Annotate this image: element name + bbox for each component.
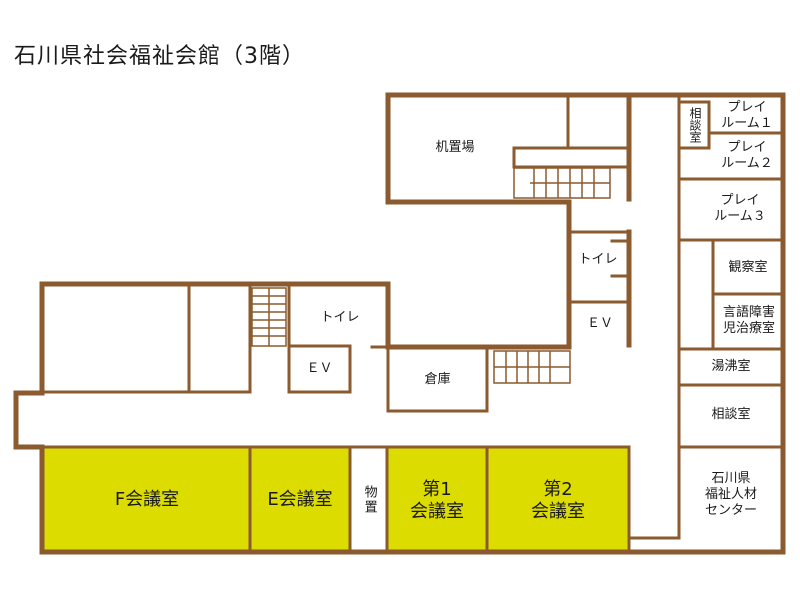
play-room-2-label: プレイ ルーム２ xyxy=(721,139,773,171)
consultation-room-label: 相談室 xyxy=(711,406,751,422)
storage-room-label: 倉庫 xyxy=(424,371,451,387)
kitchenette-label: 湯沸室 xyxy=(711,358,751,374)
meeting-room-1-fill xyxy=(387,447,487,551)
storeroom-label: 物置 xyxy=(361,485,377,515)
stairs xyxy=(251,167,611,384)
e-meeting-room-fill xyxy=(250,447,350,551)
welfare-human-resources-center-label: 石川県 福祉人材 センター xyxy=(704,470,757,519)
elevator-left-label: ＥＶ xyxy=(306,360,333,376)
speech-therapy-room-label: 言語障害 児治療室 xyxy=(722,304,775,336)
play-room-1-label: プレイ ルーム１ xyxy=(721,99,773,131)
play-room-3-label: プレイ ルーム３ xyxy=(714,192,766,224)
elevator-right-label: ＥＶ xyxy=(586,315,613,331)
stairs-upper xyxy=(513,167,611,199)
f-meeting-room-fill xyxy=(44,447,250,551)
stairs-center xyxy=(493,350,571,384)
desk-storage-label: 机置場 xyxy=(435,139,475,155)
e-meeting-room-label: E会議室 xyxy=(267,488,333,510)
inner-walls xyxy=(40,93,785,554)
page-title: 石川県社会福祉会館（3階） xyxy=(14,44,305,69)
meeting-room-fills xyxy=(44,447,629,551)
toilet-right-label: トイレ xyxy=(578,251,618,267)
meeting-room-2-fill xyxy=(487,447,629,551)
meeting-room-1-label: 第1 会議室 xyxy=(410,478,464,523)
f-meeting-room-label: F会議室 xyxy=(114,488,180,510)
meeting-room-2-label: 第2 会議室 xyxy=(531,478,585,523)
stairs-left xyxy=(251,287,287,347)
small-consultation-room-label: 相談室 xyxy=(688,107,702,143)
observation-room-label: 観察室 xyxy=(728,259,768,275)
toilet-left-label: トイレ xyxy=(320,309,360,325)
